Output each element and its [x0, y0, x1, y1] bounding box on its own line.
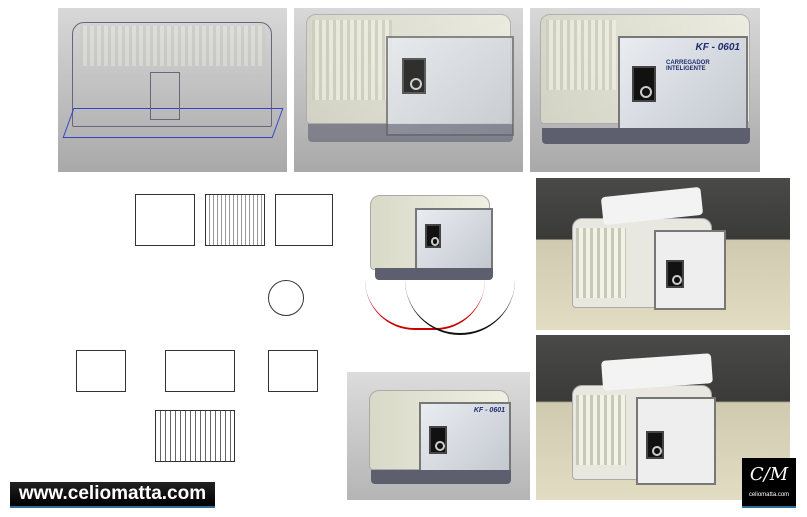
drawing-vents — [155, 410, 235, 462]
semi-transparent-render — [294, 8, 523, 172]
drawing-detail — [268, 280, 304, 316]
wireframe-switch — [150, 72, 180, 120]
drawing-back-panel — [275, 194, 333, 246]
prototype-photo-1 — [536, 178, 790, 330]
drawing-top — [205, 194, 265, 246]
power-switch — [402, 58, 426, 94]
signature-logo: C/M celiomatta.com — [742, 458, 796, 508]
wireframe-housing — [72, 22, 272, 127]
model-label: KF - 0601 — [695, 42, 740, 53]
final-render: KF - 0601 — [347, 372, 530, 500]
model-label: KF - 0601 — [473, 407, 505, 414]
front-panel — [386, 36, 514, 136]
power-switch — [632, 66, 656, 102]
drawing-front-view — [76, 350, 126, 392]
drawing-rear-view — [268, 350, 318, 392]
website-banner[interactable]: www.celiomatta.com — [10, 482, 215, 508]
product-name-label: CARREGADOR INTELIGENTE — [666, 60, 710, 72]
front-panel: KF - 0601 CARREGADOR INTELIGENTE — [618, 36, 748, 136]
signature-mark: C/M — [749, 464, 789, 485]
labeled-render: KF - 0601 CARREGADOR INTELIGENTE — [530, 8, 760, 172]
drawing-side-view — [165, 350, 235, 392]
product-with-cables — [345, 180, 530, 350]
wireframe-fins — [80, 26, 265, 66]
technical-drawings — [40, 180, 340, 470]
wireframe-render — [58, 8, 287, 172]
drawing-front-panel — [135, 194, 195, 246]
logo-text: celiomatta.com — [748, 492, 790, 498]
